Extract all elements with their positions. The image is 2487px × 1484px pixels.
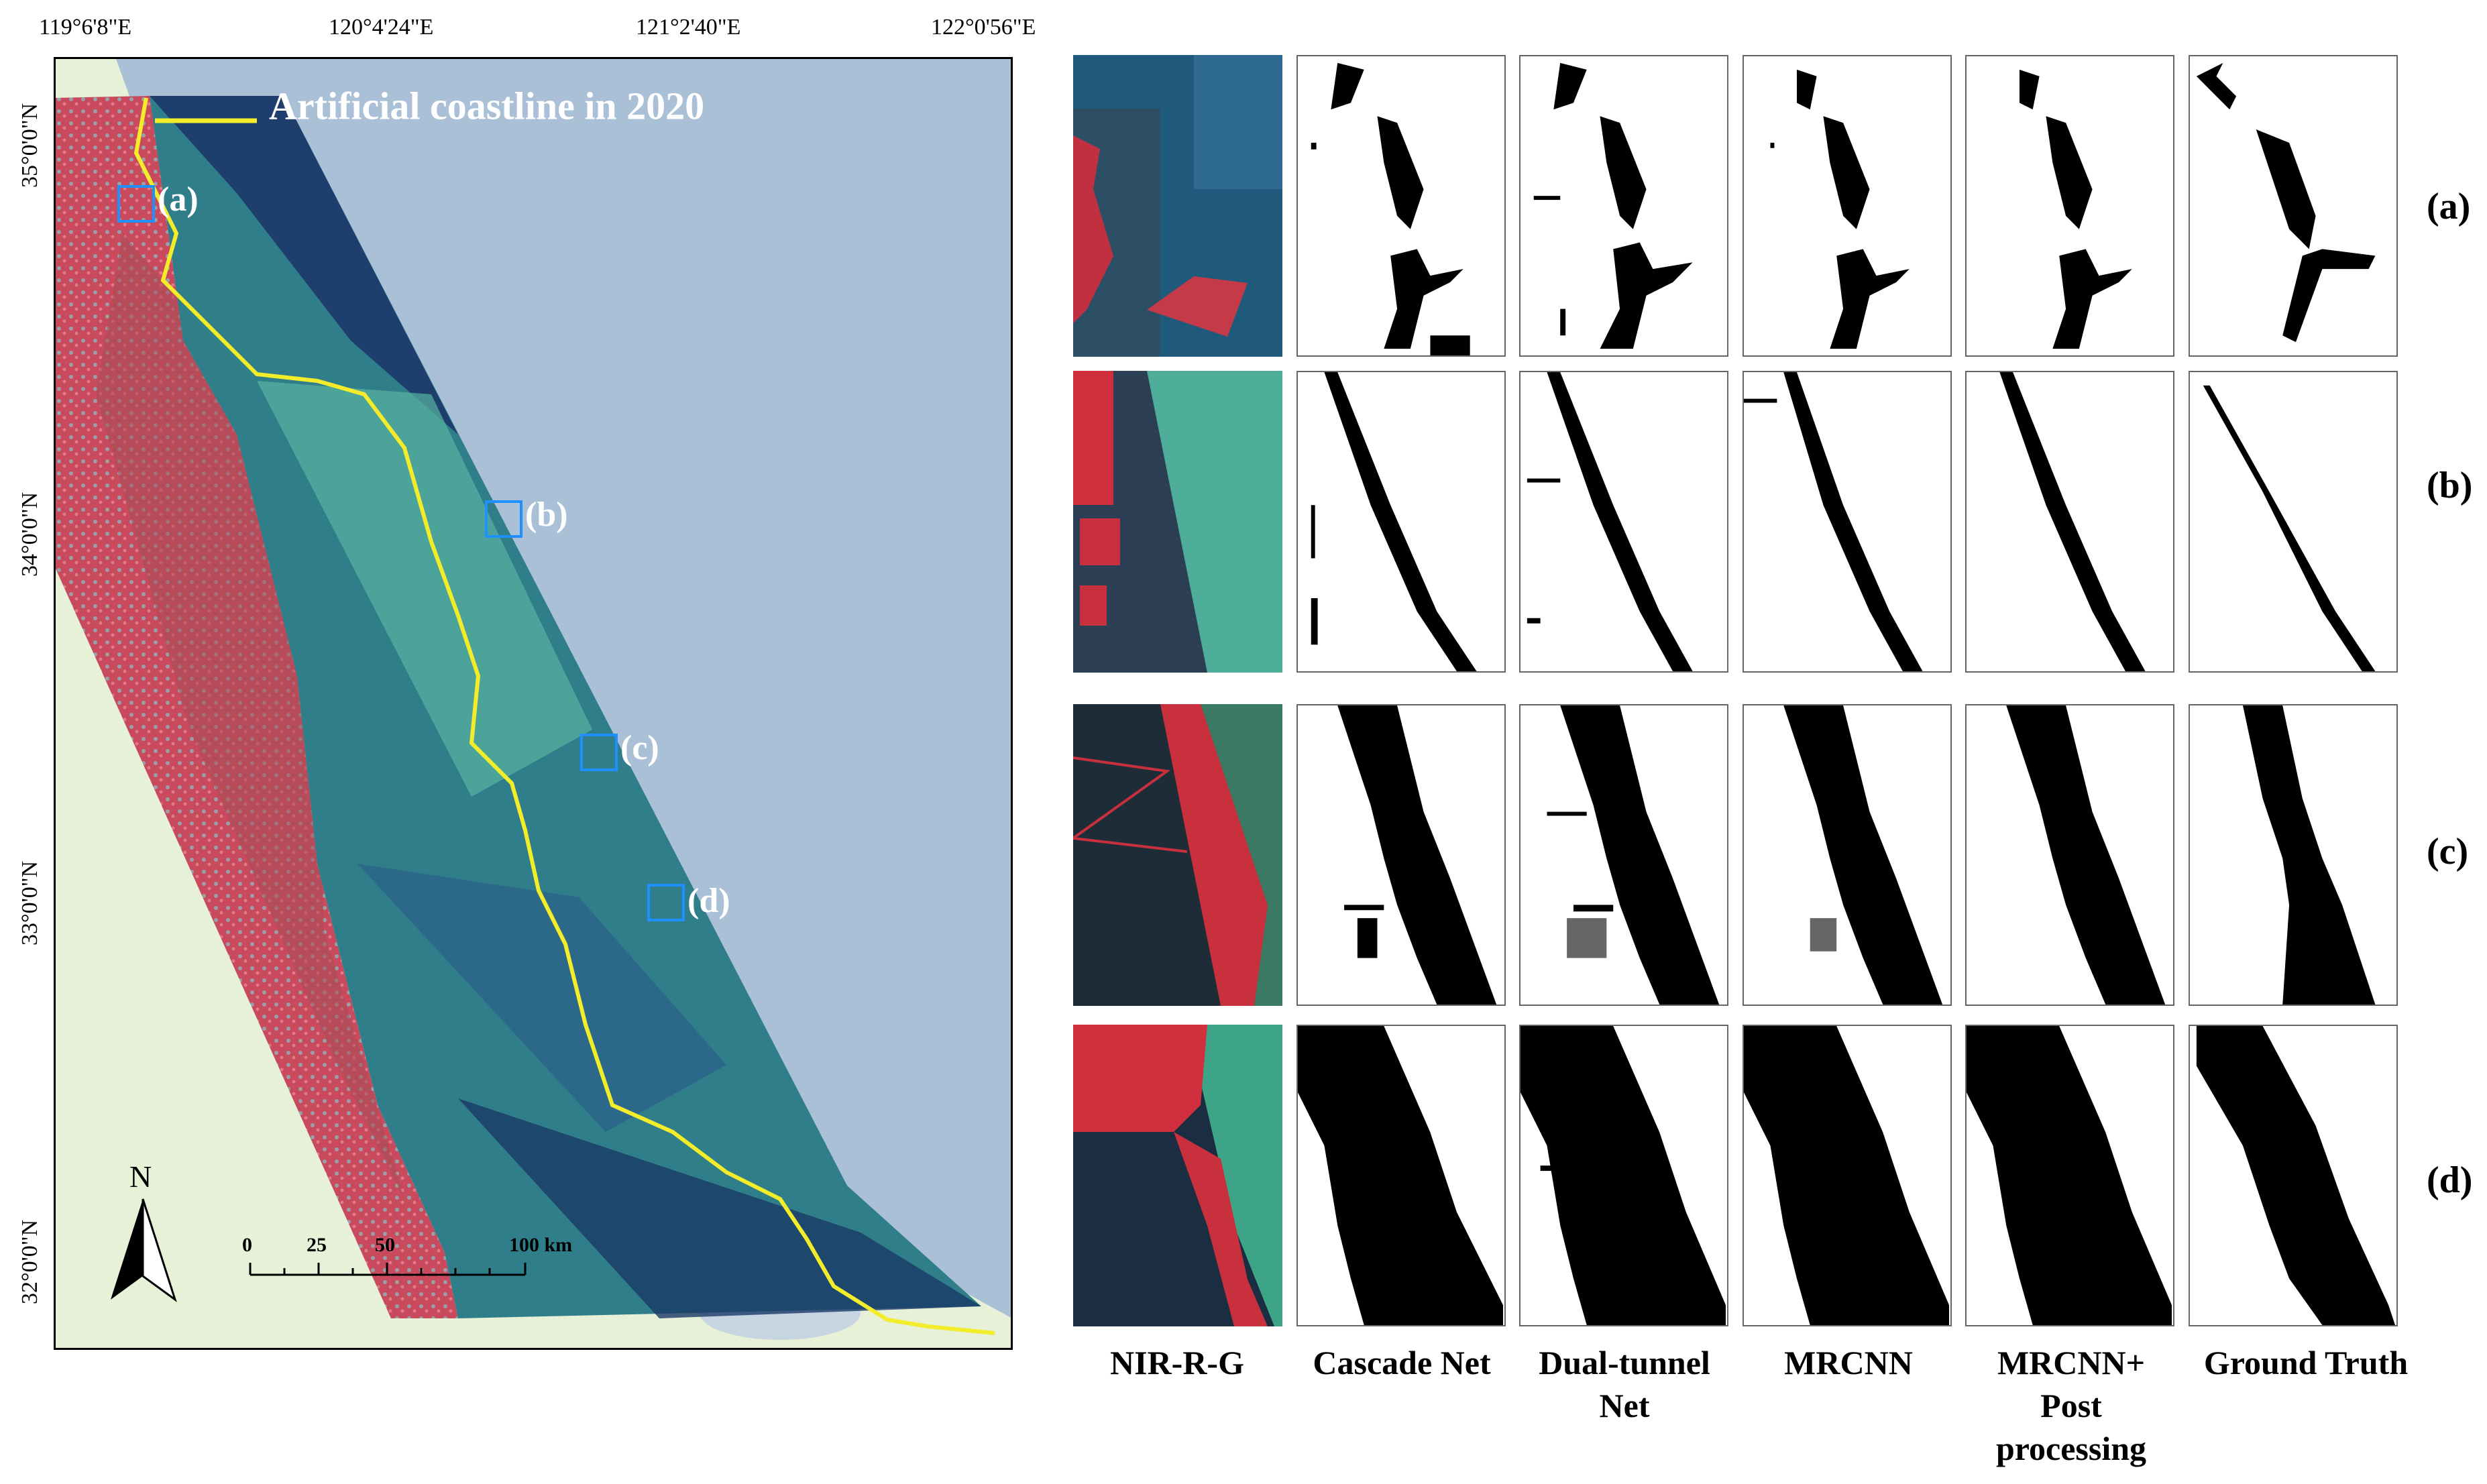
- row-b-ground-truth: [2189, 371, 2398, 673]
- study-box-a: [117, 185, 155, 223]
- box-label-d: (d): [687, 882, 730, 920]
- row-a-cascade-net: [1296, 55, 1506, 357]
- col-label-nirrg: NIR-R-G: [1110, 1344, 1244, 1381]
- row-a-ground-truth: [2189, 55, 2398, 357]
- legend-label: Artificial coastline in 2020: [269, 84, 705, 128]
- box-label-a: (a): [158, 180, 199, 219]
- north-arrow-icon: [111, 1199, 143, 1300]
- lat-tick-4: 32°0'0"N: [17, 1219, 42, 1304]
- col-label-mrcnn-post: MRCNN+ Post processing: [1995, 1344, 2147, 1467]
- lon-tick-1: 119°6'8"E: [39, 15, 132, 40]
- scale-label-25: 25: [307, 1234, 327, 1256]
- row-b-nirrg: [1073, 371, 1282, 673]
- scale-bar: [249, 1263, 527, 1276]
- row-b-mrcnn-post: [1965, 371, 2174, 673]
- row-a-mrcnn-post: [1965, 55, 2174, 357]
- col-label-ground-truth: Ground Truth: [2203, 1344, 2409, 1381]
- box-label-b: (b): [525, 496, 568, 534]
- col-label-mrcnn: MRCNN: [1784, 1344, 1913, 1381]
- study-area-map: Artificial coastline in 2020 (a) (b) (c)…: [54, 57, 1013, 1350]
- col-label-cascade-net: Cascade Net: [1313, 1344, 1491, 1381]
- row-c-nirrg: [1073, 704, 1282, 1006]
- row-d-nirrg: [1073, 1025, 1282, 1326]
- study-box-c: [580, 734, 618, 771]
- north-label: N: [129, 1159, 152, 1194]
- study-box-d: [647, 884, 685, 921]
- row-c-mrcnn-post: [1965, 704, 2174, 1006]
- row-d-mrcnn-post: [1965, 1025, 2174, 1326]
- artificial-coastline: [133, 97, 995, 1335]
- row-d-mrcnn: [1743, 1025, 1952, 1326]
- scale-label-50: 50: [375, 1234, 395, 1256]
- row-a-dual-tunnel-net: [1519, 55, 1728, 357]
- lat-tick-3: 33°0'0"N: [17, 860, 42, 946]
- row-a-mrcnn: [1743, 55, 1952, 357]
- row-b-cascade-net: [1296, 371, 1506, 673]
- lat-tick-1: 35°0'0"N: [17, 103, 42, 188]
- box-label-c: (c): [620, 729, 659, 767]
- study-box-b: [485, 500, 522, 538]
- row-b-mrcnn: [1743, 371, 1952, 673]
- map-canvas: [56, 59, 1011, 1348]
- lat-tick-2: 34°0'0"N: [17, 492, 42, 577]
- row-c-mrcnn: [1743, 704, 1952, 1006]
- row-d-cascade-net: [1296, 1025, 1506, 1326]
- row-label-d: (d): [2427, 1159, 2473, 1201]
- col-label-dual-tunnel-net: Dual-tunnel Net: [1539, 1344, 1710, 1424]
- row-d-dual-tunnel-net: [1519, 1025, 1728, 1326]
- row-label-a: (a): [2427, 186, 2471, 227]
- scale-label-100km: 100 km: [509, 1234, 573, 1256]
- row-a-nirrg: [1073, 55, 1282, 357]
- row-d-ground-truth: [2189, 1025, 2398, 1326]
- lon-tick-2: 120°4'24"E: [329, 15, 434, 40]
- row-c-dual-tunnel-net: [1519, 704, 1728, 1006]
- lon-tick-4: 122°0'56"E: [931, 15, 1036, 40]
- row-label-b: (b): [2427, 465, 2473, 506]
- row-label-c: (c): [2427, 831, 2469, 872]
- row-c-cascade-net: [1296, 704, 1506, 1006]
- row-b-dual-tunnel-net: [1519, 371, 1728, 673]
- scale-label-0: 0: [242, 1234, 252, 1256]
- row-c-ground-truth: [2189, 704, 2398, 1006]
- lon-tick-3: 121°2'40"E: [636, 15, 741, 40]
